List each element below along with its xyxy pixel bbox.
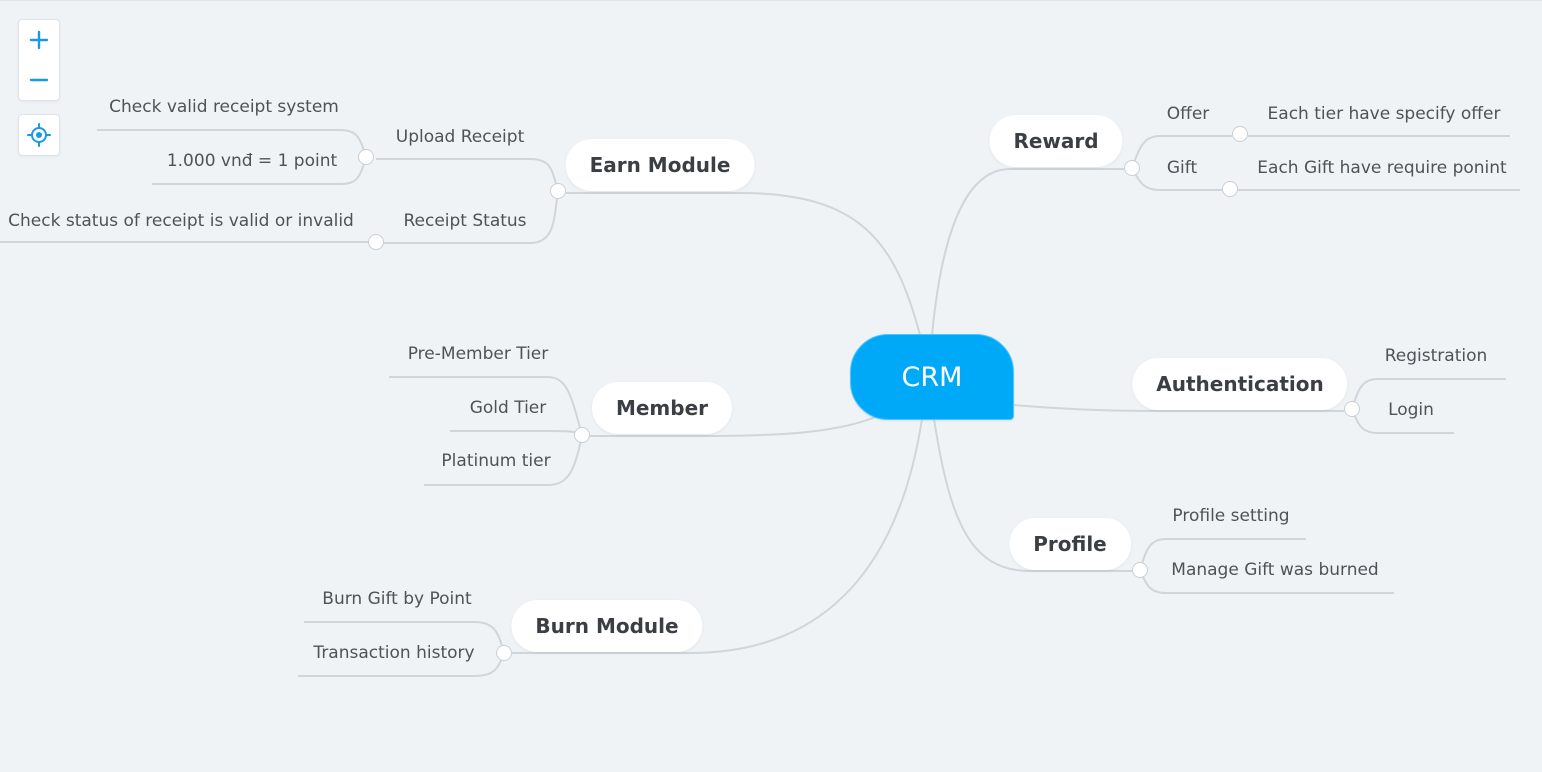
edge-member-platinum bbox=[424, 434, 583, 486]
node-offer[interactable]: Offer bbox=[1166, 104, 1210, 124]
edge-root-authentication bbox=[1012, 404, 1151, 412]
edge-root-member bbox=[699, 414, 881, 437]
branch-authentication[interactable]: Authentication bbox=[1132, 358, 1348, 410]
node-profile-setting[interactable]: Profile setting bbox=[1172, 506, 1290, 526]
collapse-toggle-receipt-status[interactable] bbox=[368, 234, 384, 250]
node-login[interactable]: Login bbox=[1388, 400, 1434, 420]
node-gift-require-point[interactable]: Each Gift have require ponint bbox=[1257, 158, 1507, 178]
center-view-button[interactable] bbox=[19, 115, 59, 155]
locate-controls bbox=[18, 114, 60, 156]
node-platinum-tier[interactable]: Platinum tier bbox=[441, 451, 551, 471]
plus-icon bbox=[29, 30, 49, 50]
edge-member-pre bbox=[389, 376, 583, 436]
edge-root-earn-module bbox=[739, 192, 921, 336]
node-check-receipt-status[interactable]: Check status of receipt is valid or inva… bbox=[8, 211, 354, 231]
target-icon bbox=[27, 123, 51, 147]
collapse-toggle-earn-module[interactable] bbox=[550, 183, 566, 199]
minus-icon bbox=[29, 78, 49, 82]
collapse-toggle-authentication[interactable] bbox=[1344, 401, 1360, 417]
node-manage-gift-burned[interactable]: Manage Gift was burned bbox=[1171, 560, 1379, 580]
collapse-toggle-gift[interactable] bbox=[1222, 181, 1238, 197]
node-pre-member-tier[interactable]: Pre-Member Tier bbox=[407, 344, 549, 364]
collapse-toggle-profile[interactable] bbox=[1132, 562, 1148, 578]
node-points-rate[interactable]: 1.000 vnđ = 1 point bbox=[166, 151, 338, 171]
node-upload-receipt[interactable]: Upload Receipt bbox=[395, 127, 525, 147]
root-node[interactable]: CRM bbox=[850, 334, 1014, 420]
branch-burn-module[interactable]: Burn Module bbox=[511, 600, 703, 652]
node-gift[interactable]: Gift bbox=[1166, 158, 1198, 178]
branch-profile[interactable]: Profile bbox=[1009, 518, 1131, 570]
zoom-out-button[interactable] bbox=[19, 60, 59, 100]
zoom-in-button[interactable] bbox=[19, 20, 59, 60]
edge-root-profile bbox=[933, 418, 1031, 572]
edge-member-gold bbox=[450, 430, 583, 436]
collapse-toggle-reward[interactable] bbox=[1124, 160, 1140, 176]
branch-earn-module[interactable]: Earn Module bbox=[565, 139, 755, 191]
node-burn-gift-by-point[interactable]: Burn Gift by Point bbox=[322, 589, 472, 609]
node-transaction-history[interactable]: Transaction history bbox=[313, 643, 475, 663]
edge-root-burn-module bbox=[689, 418, 923, 654]
edge-earn-upload bbox=[376, 158, 559, 192]
branch-member[interactable]: Member bbox=[591, 382, 733, 434]
edge-earn-status bbox=[384, 190, 559, 244]
zoom-controls bbox=[18, 19, 60, 101]
edge-root-reward bbox=[931, 168, 1011, 336]
node-check-valid-receipt[interactable]: Check valid receipt system bbox=[109, 97, 339, 117]
collapse-toggle-member[interactable] bbox=[574, 427, 590, 443]
collapse-toggle-burn-module[interactable] bbox=[496, 645, 512, 661]
branch-reward[interactable]: Reward bbox=[989, 115, 1123, 167]
collapse-toggle-offer[interactable] bbox=[1232, 126, 1248, 142]
node-receipt-status[interactable]: Receipt Status bbox=[403, 211, 527, 231]
node-gold-tier[interactable]: Gold Tier bbox=[469, 398, 547, 418]
node-registration[interactable]: Registration bbox=[1384, 346, 1488, 366]
collapse-toggle-upload-receipt[interactable] bbox=[358, 149, 374, 165]
node-tier-offer[interactable]: Each tier have specify offer bbox=[1267, 104, 1501, 124]
